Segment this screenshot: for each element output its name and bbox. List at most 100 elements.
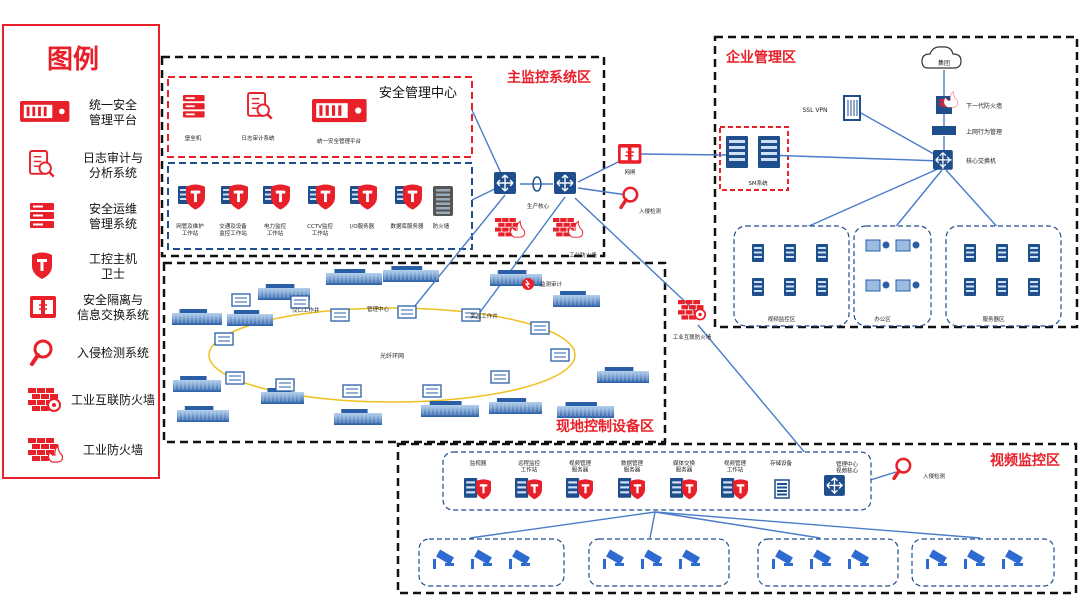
vessel-equipment-icon	[227, 310, 273, 326]
ops-management-icon	[30, 203, 54, 228]
ngfw-device	[936, 90, 959, 114]
production-core-label: 生产核心	[527, 202, 550, 210]
video-device-label: 媒体交换服务器	[673, 459, 696, 473]
video-device-label: 监视器	[470, 459, 487, 467]
main-device	[263, 184, 290, 210]
main-device-label: I/O服务器	[350, 222, 375, 230]
legend-label: 安全运维管理系统	[89, 201, 137, 231]
vessel-equipment-icon	[421, 401, 479, 417]
vessel-equipment-icon	[489, 398, 542, 414]
main-device-label: 网管及维护工作站	[176, 222, 204, 237]
camera-icon	[772, 549, 793, 569]
video-devices-box	[442, 451, 872, 511]
camera-icon	[603, 549, 624, 569]
industrial-internet-firewall-icon	[28, 388, 61, 412]
core-switch-enterprise	[933, 150, 953, 170]
camera-icon	[433, 549, 454, 569]
video-device	[721, 478, 748, 500]
zone-main-monitoring-label: 主监控系统区	[507, 69, 591, 86]
zone-video	[396, 442, 1078, 595]
group-label: 集团	[938, 59, 950, 67]
vessel-equipment-icon	[326, 269, 382, 285]
video-device-label: 数据管理服务器	[621, 459, 644, 473]
video-switch-label: 管理中心视频核心	[836, 460, 859, 474]
behavior-management-device	[932, 126, 956, 135]
sm-system-servers	[726, 136, 780, 168]
camera-icon	[810, 549, 831, 569]
intrusion-detection-video	[892, 457, 912, 481]
video-device	[464, 478, 491, 500]
main-device-label: 电力监控工作站	[264, 222, 287, 237]
link-aggregation	[532, 176, 542, 192]
video-device	[515, 478, 542, 500]
industrial-firewall-label: 工业防火墙	[569, 251, 597, 259]
main-device-label: 交通及设备监控工作站	[219, 222, 247, 237]
intrusion-detection-main	[619, 186, 639, 210]
sm-system-label: SM系统	[748, 179, 768, 187]
main-device	[395, 184, 422, 210]
zone-main-monitoring	[160, 55, 606, 258]
legend-label: 安全隔离与信息交换系统	[77, 292, 149, 322]
gateway-label: 网闸	[624, 168, 635, 176]
group-cloud-icon	[921, 46, 962, 69]
unified-platform-icon	[20, 101, 70, 122]
main-device	[433, 186, 453, 216]
log-audit-icon	[29, 150, 55, 178]
zone-field-control-label: 现地控制设备区	[556, 418, 654, 435]
video-device-label: 远程监控工作站	[518, 459, 541, 473]
main-device	[221, 184, 248, 210]
enterprise-group	[733, 225, 850, 327]
monitor-audit-icon	[522, 278, 534, 290]
legend-label: 统一安全管理平台	[89, 97, 137, 127]
industrial-firewall-icon	[28, 438, 64, 463]
zone-video-label: 视频监控区	[990, 452, 1060, 469]
video-device-label: 视频管理服务器	[569, 459, 592, 473]
main-device-label: 防火墙	[433, 222, 450, 230]
bastion-host-label: 堡垒机	[185, 134, 202, 142]
core-switch-label: 核心交换机	[966, 157, 996, 165]
video-device	[774, 479, 790, 499]
enterprise-group-label: 办公区	[874, 315, 891, 323]
bastion-host	[183, 95, 205, 118]
mgmt-center-label: 管理中心	[367, 305, 390, 313]
ring-node-switch	[290, 295, 310, 309]
wuchang-label: 武昌工作井	[470, 312, 498, 320]
camera-icon	[964, 549, 985, 569]
camera-icon	[509, 549, 530, 569]
behavior-label: 上网行为管理	[966, 128, 1002, 136]
legend-items: 统一安全管理平台日志审计与分析系统安全运维管理系统工控主机卫士安全隔离与信息交换…	[20, 97, 155, 463]
main-device	[350, 184, 377, 210]
ring-node-switch	[214, 332, 234, 346]
video-device	[670, 478, 697, 500]
zone-field-control	[162, 261, 667, 444]
zone-enterprise-label: 企业管理区	[725, 49, 796, 66]
main-device-label: CCTV监控工作站	[307, 222, 333, 237]
hankou-label: 汉口工作井	[292, 306, 320, 314]
ring-node-switch	[231, 293, 251, 307]
legend-label: 工业互联防火墙	[71, 392, 155, 407]
ring-node-switch	[490, 370, 510, 384]
vessel-equipment-icon	[553, 291, 600, 307]
intrusion-video-label: 入侵检测	[923, 472, 946, 480]
camera-group	[911, 538, 1055, 587]
enterprise-group	[853, 225, 932, 327]
ngfw-label: 下一代防火墙	[966, 102, 1002, 110]
unified-security-platform-label: 统一安全管理平台	[317, 137, 362, 145]
camera-icon	[471, 549, 492, 569]
camera-icon	[848, 549, 869, 569]
video-device	[618, 478, 645, 500]
enterprise-group-label: 视频监控区	[768, 315, 796, 323]
production-core-switch-1	[494, 172, 516, 194]
vessel-equipment-icon	[597, 367, 649, 383]
video-core-switch	[824, 475, 845, 496]
gateway-isolation	[618, 144, 642, 164]
camera-icon	[1002, 549, 1023, 569]
enterprise-group	[945, 225, 1062, 327]
fiber-ring	[208, 307, 576, 403]
camera-group	[418, 538, 565, 587]
industrial-firewall-right	[553, 218, 584, 238]
iot-firewall	[678, 300, 707, 321]
camera-group	[757, 538, 899, 587]
vessel-equipment-icon	[173, 376, 221, 392]
iot-firewall-label: 工业互联防火墙	[673, 333, 712, 341]
